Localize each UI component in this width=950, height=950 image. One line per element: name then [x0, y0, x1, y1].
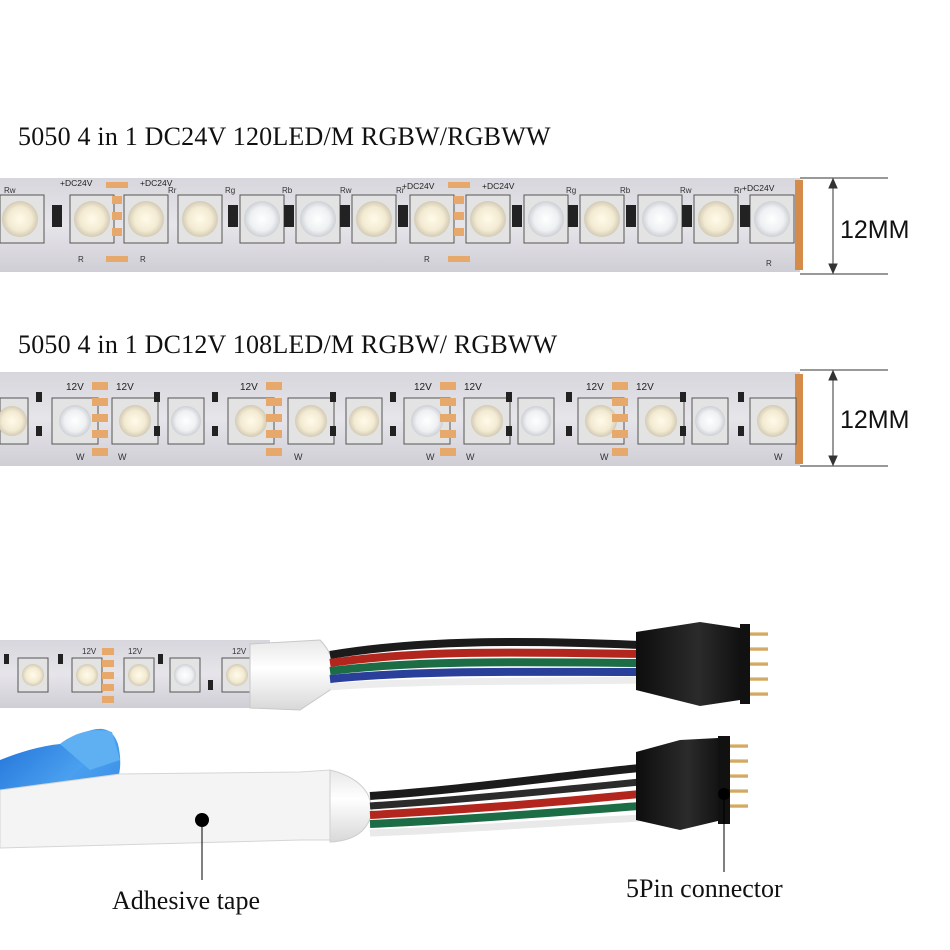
svg-text:W: W — [774, 452, 783, 462]
strip2-voltage-mark: 12V — [66, 382, 84, 393]
svg-text:W: W — [426, 452, 435, 462]
svg-text:Rr: Rr — [734, 186, 743, 195]
svg-text:Rb: Rb — [282, 186, 293, 195]
strip1-width-label: 12MM — [840, 216, 910, 244]
svg-text:R: R — [766, 259, 772, 268]
adhesive-pointer — [195, 813, 209, 880]
svg-text:W: W — [466, 452, 475, 462]
strip2-voltage-mark: 12V — [414, 382, 432, 393]
svg-text:Rr: Rr — [396, 186, 405, 195]
svg-text:R: R — [78, 255, 84, 264]
strip1-voltage-mark: +DC24V — [742, 183, 775, 193]
svg-text:Rw: Rw — [680, 186, 692, 195]
svg-text:Rg: Rg — [566, 186, 576, 195]
svg-text:Rw: Rw — [4, 186, 16, 195]
svg-text:Rw: Rw — [340, 186, 352, 195]
svg-text:Rg: Rg — [225, 186, 235, 195]
svg-text:12V: 12V — [128, 647, 143, 656]
strip1-voltage-mark: +DC24V — [140, 178, 173, 188]
strip2-dimension — [800, 369, 888, 467]
strip-with-connector-top: 12V 12V 12V — [0, 622, 768, 711]
svg-text:R: R — [424, 255, 430, 264]
strip-with-connector-bottom — [0, 728, 748, 849]
strip2-voltage-mark: 12V — [586, 382, 604, 393]
strip1-title: 5050 4 in 1 DC24V 120LED/M RGBW/RGBWW — [18, 122, 551, 151]
strip2-voltage-mark: 12V — [636, 382, 654, 393]
svg-text:Rb: Rb — [620, 186, 631, 195]
svg-text:12V: 12V — [232, 647, 247, 656]
strip2-width-label: 12MM — [840, 406, 910, 434]
svg-text:12V: 12V — [82, 647, 97, 656]
svg-text:R: R — [140, 255, 146, 264]
svg-text:W: W — [118, 452, 127, 462]
strip1-voltage-mark: +DC24V — [60, 178, 93, 188]
strip1-pcb: Rw Rr Rg Rb Rw Rr Rg Rb Rw Rr R R R R — [0, 178, 803, 272]
svg-text:W: W — [600, 452, 609, 462]
strip1-dimension — [800, 177, 888, 275]
strip2-voltage-mark: 12V — [464, 382, 482, 393]
svg-text:W: W — [76, 452, 85, 462]
strip2-voltage-mark: 12V — [240, 382, 258, 393]
svg-text:Rr: Rr — [168, 186, 177, 195]
svg-text:W: W — [294, 452, 303, 462]
connector-label: 5Pin connector — [626, 874, 783, 903]
strip2-title: 5050 4 in 1 DC12V 108LED/M RGBW/ RGBWW — [18, 330, 558, 359]
adhesive-tape-label: Adhesive tape — [112, 886, 261, 915]
strip1-voltage-mark: +DC24V — [402, 181, 435, 191]
strip2-voltage-mark: 12V — [116, 382, 134, 393]
strip1-voltage-mark: +DC24V — [482, 181, 515, 191]
connector-pointer — [718, 788, 730, 872]
